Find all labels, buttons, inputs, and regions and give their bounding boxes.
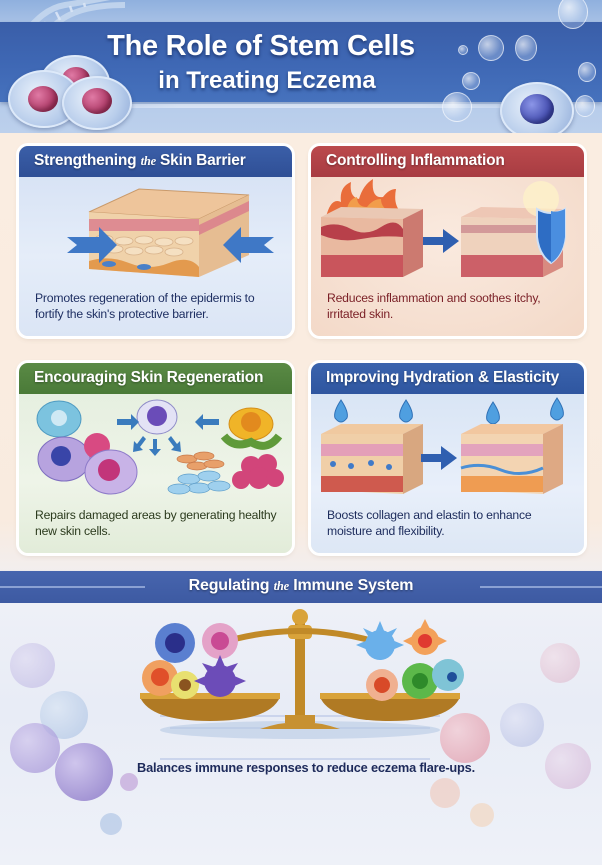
header: The Role of Stem Cells in Treating Eczem… — [0, 0, 602, 133]
balance-scale-immune-cells-icon — [140, 609, 464, 739]
hydrated-skin-layers-with-droplets-icon — [321, 397, 564, 494]
inflamed-skin-to-shielded-skin-icon — [321, 179, 566, 277]
card-title: Controlling Inflammation — [311, 146, 584, 177]
card-hydration-elasticity: Improving Hydration & Elasticity — [311, 363, 584, 553]
card-title: Encouraging Skin Regeneration — [19, 363, 292, 394]
page-title-line1: The Role of Stem Cells — [107, 30, 415, 62]
card-title: Improving Hydration & Elasticity — [311, 363, 584, 394]
card-description: Boosts collagen and elastin to enhance m… — [327, 508, 532, 538]
card-description: Promotes regeneration of the epidermis t… — [35, 291, 255, 321]
card-title: Strengthening the Skin Barrier — [19, 146, 292, 177]
card-controlling-inflammation: Controlling Inflammation — [311, 146, 584, 336]
card-description: Repairs damaged areas by generating heal… — [35, 508, 277, 538]
immune-section-banner: Regulating the Immune System — [0, 571, 602, 603]
card-skin-regeneration: Encouraging Skin Regeneration — [19, 363, 292, 553]
page-title-line2: in Treating Eczema — [158, 67, 376, 94]
skin-layer-with-compress-arrows-icon — [67, 188, 274, 277]
card-skin-barrier: Strengthening the Skin Barrier — [19, 146, 292, 336]
immune-section-description: Balances immune responses to reduce ecze… — [137, 760, 475, 775]
stem-cells-differentiating-icon — [36, 399, 284, 495]
card-description: Reduces inflammation and soothes itchy, … — [327, 291, 541, 321]
immune-section-illustration — [0, 603, 602, 865]
immune-section-title: Regulating the Immune System — [188, 577, 414, 594]
